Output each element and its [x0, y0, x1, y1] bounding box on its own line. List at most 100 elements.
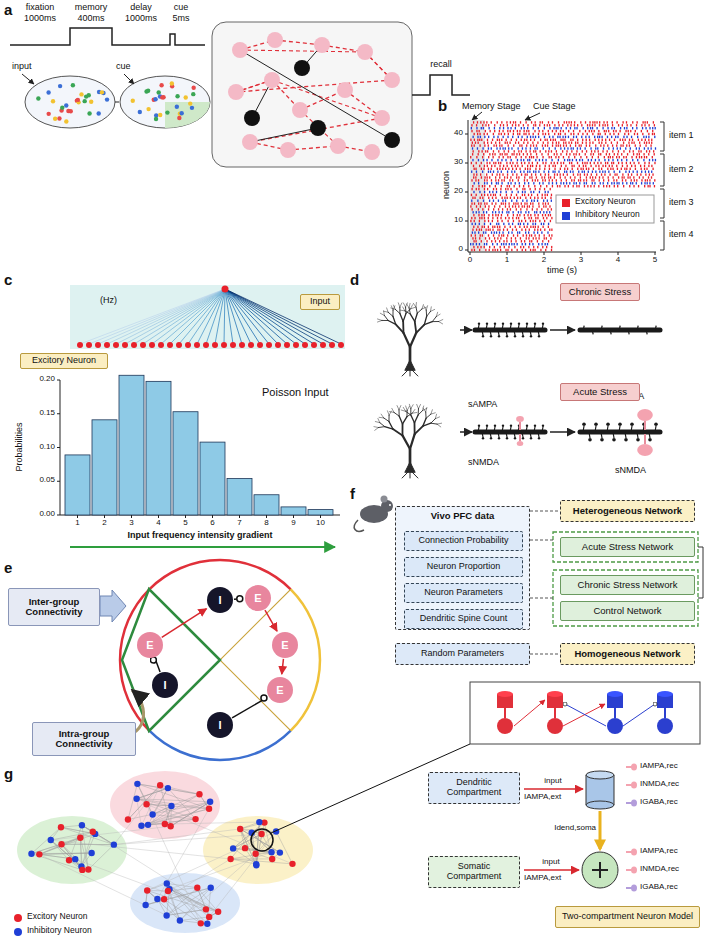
rect-shape [581, 124, 582, 126]
rect-shape [480, 205, 481, 207]
rect-shape [586, 144, 587, 146]
rect-shape [542, 194, 543, 196]
rect-shape [636, 124, 637, 126]
line-shape [185, 515, 186, 518]
rect-shape [633, 171, 634, 173]
rect-shape [507, 176, 508, 178]
line-shape [409, 308, 410, 314]
circle-shape [486, 323, 488, 325]
rect-shape [525, 231, 526, 233]
rect-shape [477, 147, 478, 149]
circle-shape [389, 504, 391, 506]
rect-shape [644, 162, 645, 164]
rect-shape [538, 205, 539, 207]
rect-shape [501, 185, 502, 187]
rect-shape [528, 211, 529, 213]
line-shape [415, 302, 416, 307]
rect-shape [520, 208, 521, 210]
rect-shape [507, 220, 508, 222]
rect-shape [571, 162, 572, 164]
circle-shape [77, 342, 83, 348]
rect-shape [518, 179, 519, 181]
rect-shape [520, 211, 521, 213]
line-shape [375, 428, 379, 431]
rect-shape [620, 127, 621, 129]
rect-shape [618, 182, 619, 184]
rect-shape [538, 243, 539, 245]
rect-shape [589, 139, 590, 141]
rect-shape [642, 121, 643, 123]
line-shape [482, 432, 483, 437]
rect-shape [530, 153, 531, 155]
rect-shape [584, 173, 585, 175]
line-shape [62, 844, 89, 869]
rect-shape [495, 176, 496, 178]
rect-shape [602, 176, 603, 178]
rect-shape [536, 211, 537, 213]
rect-shape [583, 179, 584, 181]
rect-shape [591, 179, 592, 181]
rect-shape [605, 142, 606, 144]
circle-shape [530, 335, 532, 337]
rect-shape [585, 147, 586, 149]
rect-shape [471, 202, 472, 204]
rect-shape [535, 223, 536, 225]
rect-shape [485, 237, 486, 239]
rect-shape [534, 147, 535, 149]
rect-shape [518, 211, 519, 213]
rect-shape [525, 173, 526, 175]
rect-shape [501, 144, 502, 146]
rect-shape [646, 150, 647, 152]
rect-shape [631, 136, 632, 138]
rect-shape [595, 139, 596, 141]
rect-shape [587, 133, 588, 135]
line-shape [171, 802, 210, 827]
line-shape [423, 423, 431, 426]
rect-shape [567, 168, 568, 170]
rect-shape [558, 133, 559, 135]
rect-shape [601, 136, 602, 138]
rect-shape [528, 185, 529, 187]
rect-shape [599, 136, 600, 138]
rect-shape [527, 214, 528, 216]
line-shape [397, 406, 399, 410]
rect-shape [639, 176, 640, 178]
rect-shape [647, 130, 648, 132]
rect-shape [523, 153, 524, 155]
rect-shape [632, 127, 633, 129]
rect-shape [487, 188, 488, 190]
rect-shape [525, 220, 526, 222]
rect-shape [511, 147, 512, 149]
rect-shape [489, 191, 490, 193]
rect-shape [489, 229, 490, 231]
rect-shape [489, 176, 490, 178]
line-shape [494, 325, 495, 330]
rect-shape [517, 234, 518, 236]
line-shape [137, 784, 209, 809]
rect-shape [581, 136, 582, 138]
rect-shape [499, 240, 500, 242]
path-shape [354, 520, 364, 531]
rect-shape [554, 124, 555, 126]
rect-shape [485, 229, 486, 231]
rect-shape [514, 243, 515, 245]
rect-shape [479, 243, 480, 245]
rect-shape [652, 173, 653, 175]
line-shape [406, 411, 411, 415]
rect-shape [471, 144, 472, 146]
rect-shape [518, 191, 519, 193]
rect-shape [539, 130, 540, 132]
rect-shape [497, 249, 498, 251]
rect-shape [564, 159, 565, 161]
line-shape [498, 330, 499, 335]
rect-shape [640, 173, 641, 175]
g-shape [660, 122, 664, 250]
rect-shape [639, 147, 640, 149]
rect-shape [508, 147, 509, 149]
rect-shape [603, 182, 604, 184]
rect-shape [599, 171, 600, 173]
rect-shape [628, 130, 629, 132]
rect-shape [624, 133, 625, 135]
rect-shape [616, 121, 617, 123]
rect-shape [580, 179, 581, 181]
